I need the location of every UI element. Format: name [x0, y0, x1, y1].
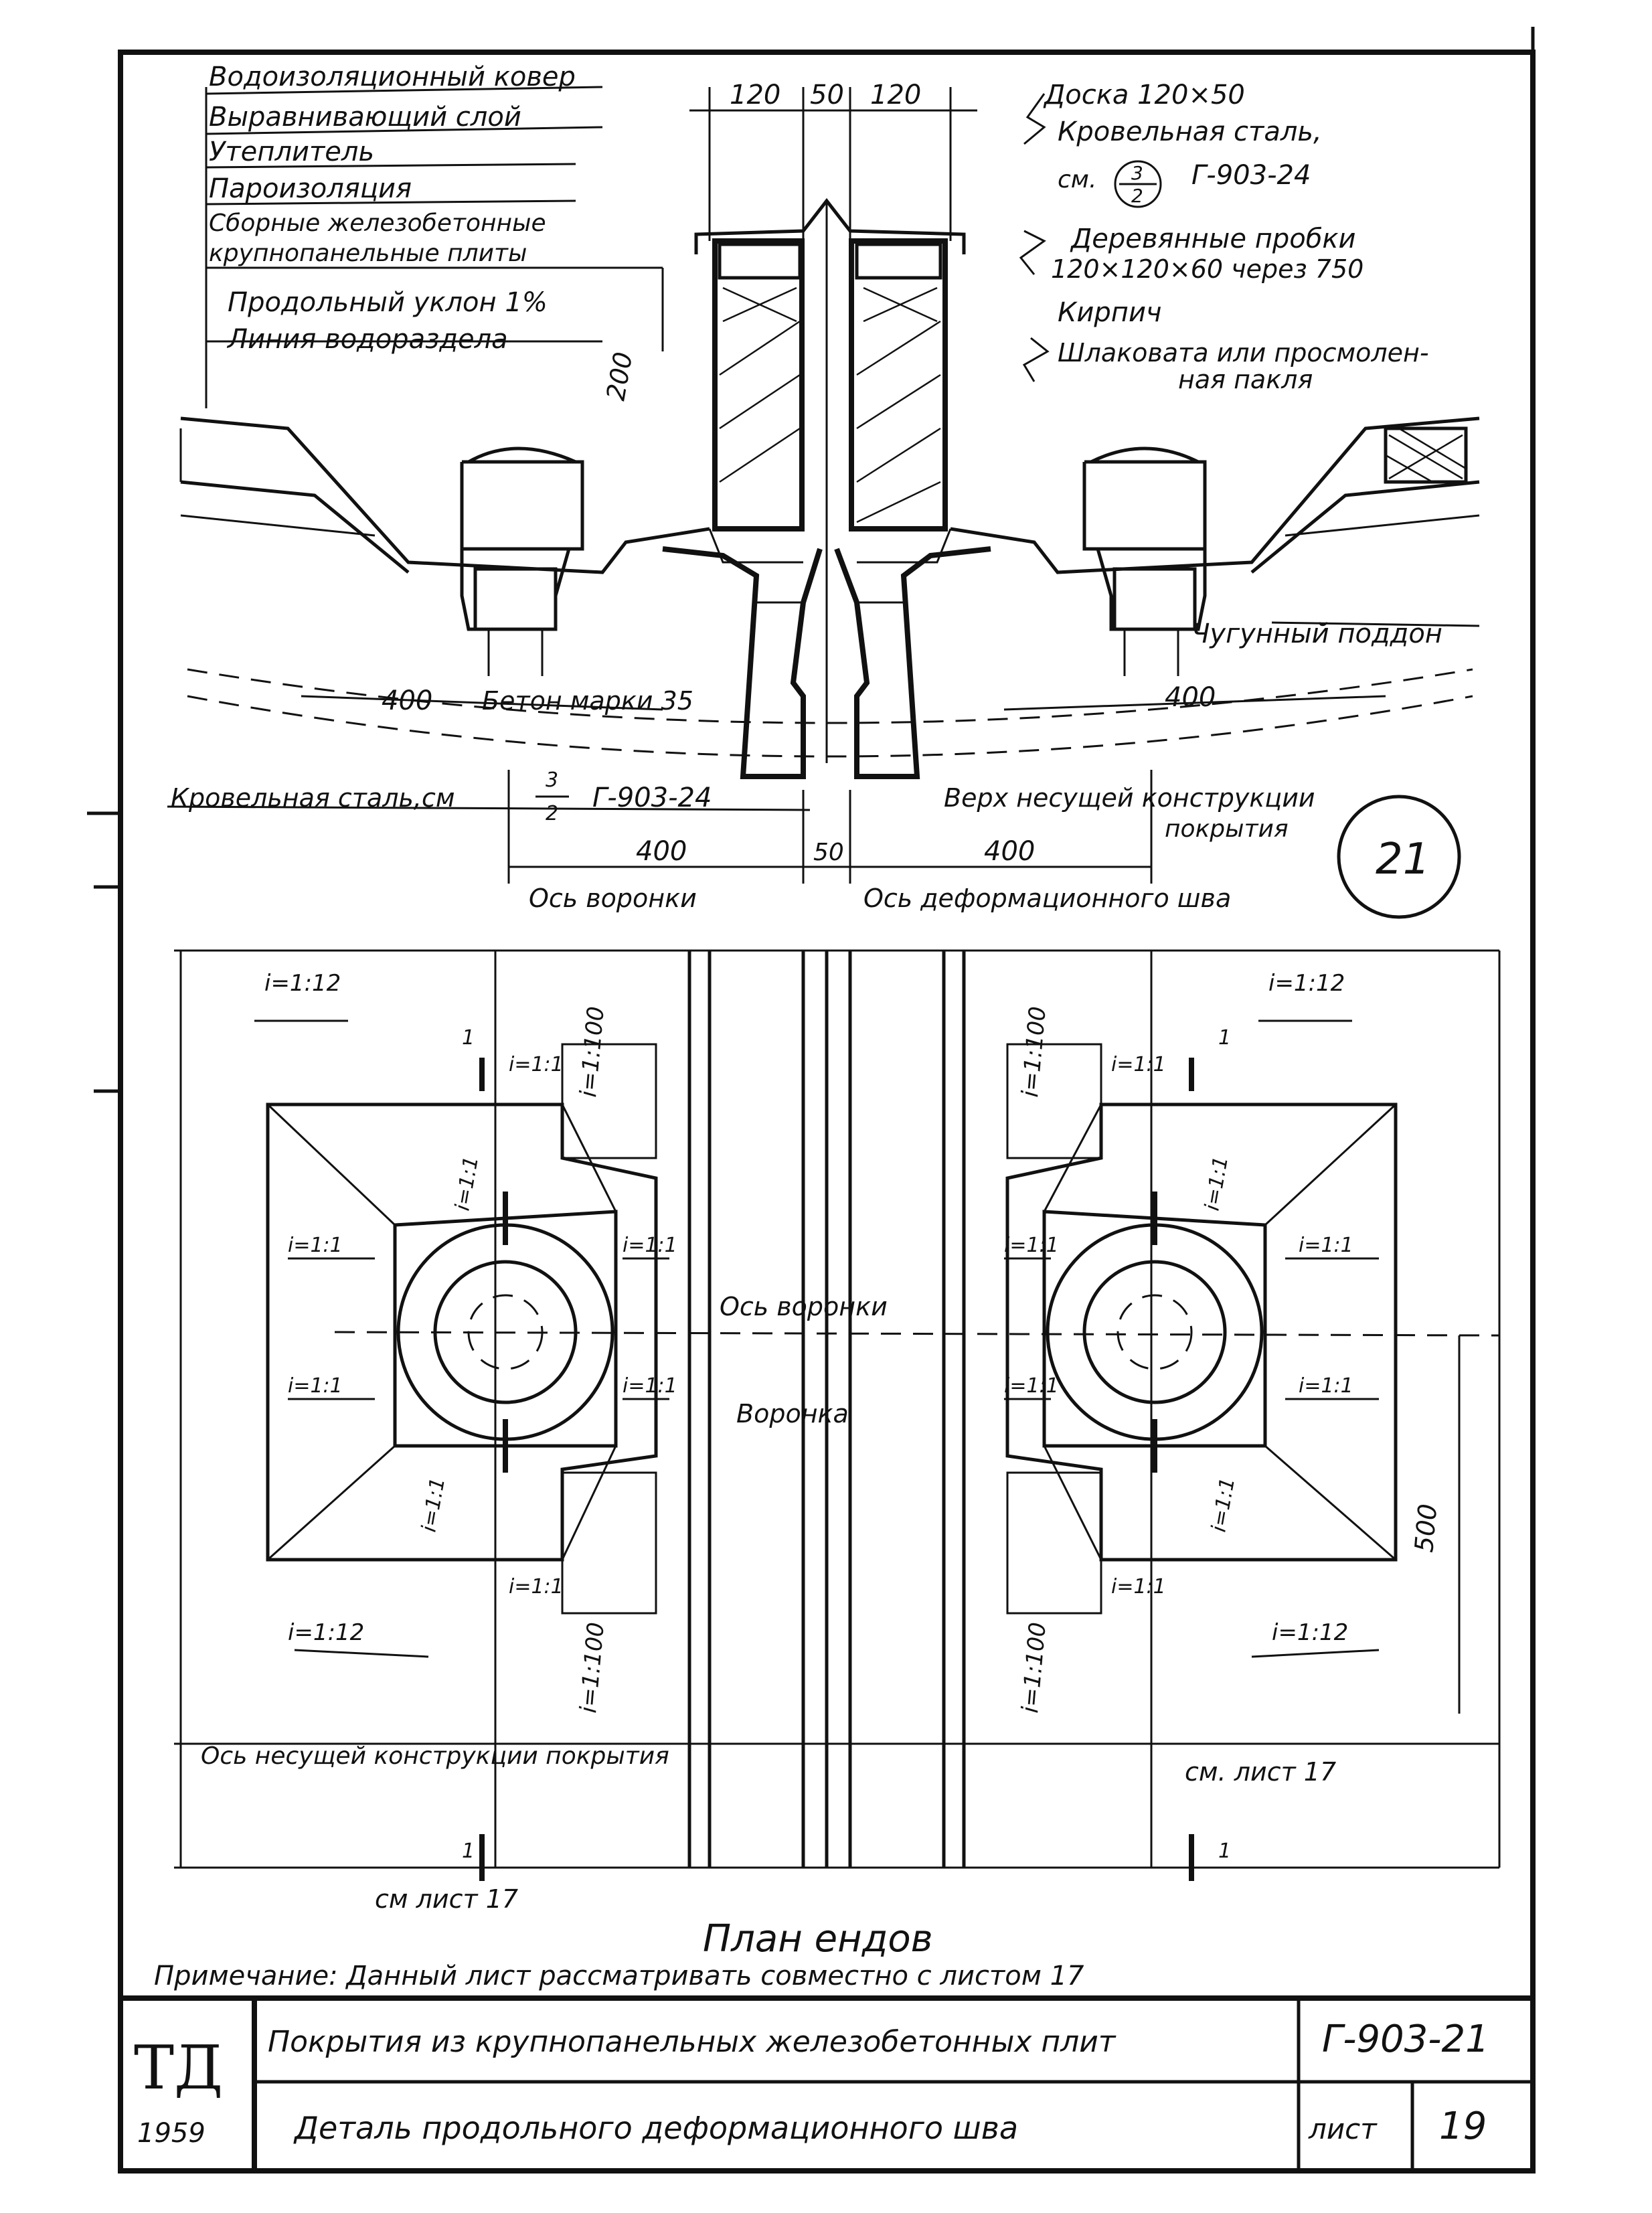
ref-circle [1114, 160, 1162, 208]
bottom-left-label: Кровельная сталь,см [171, 783, 455, 813]
title-block-logo: ТД [134, 2033, 223, 2103]
layer-label: Сборные железобетонные [209, 210, 546, 237]
plan-title: План ендов [703, 1917, 933, 1961]
slope-label: i=1:1 [1111, 1053, 1166, 1076]
dim-label: 400 [636, 836, 687, 867]
slope-label: i=1:1 [1299, 1234, 1353, 1257]
dim-label: 500 [1409, 1503, 1442, 1554]
slope-label: i=1:100 [1017, 1621, 1052, 1714]
title-block-sheet-label: лист [1308, 2113, 1378, 2145]
concrete-label: Бетон марки 35 [482, 686, 693, 716]
section-mark: 1 [1218, 1839, 1231, 1863]
callout-label: Деревянные пробки [1070, 224, 1356, 254]
bottom-left-ref: Г-903-24 [592, 783, 712, 813]
layer-label: Утеплитель [209, 137, 374, 167]
dim-label: 50 [810, 80, 844, 110]
slope-label: i=1:1 [1200, 1155, 1233, 1213]
plan-drawing [174, 949, 1501, 1881]
dim-label: 400 [984, 836, 1035, 867]
slope-label: Линия водораздела [226, 324, 508, 355]
sheet-frame [118, 50, 1536, 2174]
slope-label: Продольный уклон 1% [228, 287, 548, 318]
detail-number: 21 [1376, 835, 1430, 884]
axis-label: Ось деформационного шва [863, 884, 1231, 913]
title-block-sheet-number: 19 [1439, 2105, 1487, 2148]
slope-label: i=1:1 [288, 1234, 343, 1257]
sheet-note: Примечание: Данный лист рассматривать со… [154, 1961, 1084, 1991]
slope-label: i=1:1 [1111, 1575, 1166, 1599]
slope-label: i=1:100 [575, 1005, 610, 1098]
slope-label: i=1:1 [1004, 1234, 1059, 1257]
see-sheet-label: см. лист 17 [1185, 1757, 1336, 1787]
title-block [120, 1995, 1533, 2171]
callout-label: Г-903-24 [1191, 160, 1311, 191]
slope-label: i=1:100 [575, 1621, 610, 1714]
ref-denominator: 2 [1131, 185, 1143, 207]
layer-label: Водоизоляционный ковер [209, 62, 576, 92]
top-of-structure-label: Верх несущей конструкции [944, 783, 1315, 813]
axis-label: Ось несущей конструкции покрытия [201, 1742, 669, 1770]
section-drawing [167, 86, 1480, 919]
callout-label: Кровельная сталь, [1058, 116, 1322, 147]
axis-label: Ось воронки [529, 884, 697, 913]
callout-label: 120×120×60 через 750 [1051, 254, 1364, 284]
dim-label: 400 [1165, 682, 1216, 713]
slope-label: i=1:1 [623, 1234, 677, 1257]
dim-label: 120 [870, 80, 921, 110]
dim-label: 120 [730, 80, 780, 110]
slope-label: i=1:12 [288, 1619, 364, 1646]
funnel-label: Воронка [736, 1399, 849, 1428]
section-mark: 1 [462, 1839, 475, 1863]
callout-label: Доска 120×50 [1043, 80, 1245, 110]
slope-label: i=1:12 [264, 970, 341, 997]
slope-label: i=1:1 [1207, 1476, 1240, 1534]
slope-label: i=1:1 [623, 1374, 677, 1398]
slope-label: i=1:1 [288, 1374, 343, 1398]
slope-label: i=1:12 [1268, 970, 1345, 997]
section-mark: 1 [1218, 1026, 1231, 1050]
slope-label: i=1:1 [1004, 1374, 1059, 1398]
cast-iron-label: Чугунный поддон [1191, 619, 1442, 649]
slope-label: i=1:12 [1272, 1619, 1348, 1646]
callout-label: ная пакля [1178, 365, 1313, 394]
dim-label: 200 [601, 349, 639, 402]
layer-label: Пароизоляция [209, 173, 412, 204]
see-sheet-label: см лист 17 [375, 1884, 518, 1914]
callout-label: Кирпич [1058, 297, 1162, 328]
title-block-code: Г-903-21 [1322, 2018, 1489, 2061]
layer-label: крупнопанельные плиты [209, 240, 527, 267]
section-mark: 1 [462, 1026, 475, 1050]
dim-label: 50 [813, 839, 844, 866]
title-block-title-1: Покрытия из крупнопанельных железобетонн… [268, 2025, 1117, 2059]
title-block-title-2: Деталь продольного деформационного шва [293, 2110, 1018, 2146]
callout-label: см. [1058, 166, 1096, 193]
ref-numerator: 3 [546, 768, 558, 792]
axis-label: Ось воронки [720, 1292, 888, 1321]
dim-label: 400 [382, 685, 432, 716]
top-of-structure-label: покрытия [1165, 815, 1289, 843]
slope-label: i=1:100 [1017, 1005, 1052, 1098]
detail-number-circle [1337, 795, 1461, 919]
ref-denominator: 2 [546, 802, 558, 825]
callout-label: Шлаковата или просмолен- [1058, 338, 1429, 367]
slope-label: i=1:1 [417, 1476, 450, 1534]
ref-numerator: 3 [1131, 162, 1143, 184]
slope-label: i=1:1 [509, 1053, 564, 1076]
layer-label: Выравнивающий слой [209, 102, 521, 133]
slope-label: i=1:1 [450, 1155, 483, 1213]
slope-label: i=1:1 [1299, 1374, 1353, 1398]
title-block-year: 1959 [137, 2118, 205, 2149]
slope-label: i=1:1 [509, 1575, 564, 1599]
